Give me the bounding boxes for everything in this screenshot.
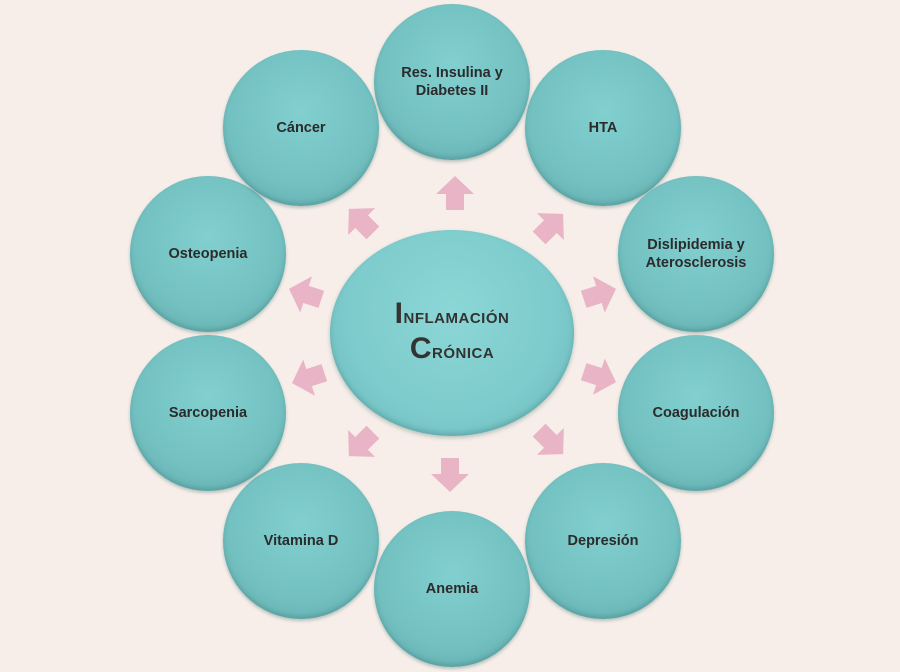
arrow-depresion [532,423,564,455]
node-osteopenia: Osteopenia [130,176,286,332]
node-label: HTA [588,120,618,136]
node-cancer: Cáncer [223,50,379,206]
node-anemia: Anemia [374,511,530,667]
node-label: Res. Insulina y Diabetes II [401,65,503,99]
node-label: Anemia [425,581,479,597]
node-res-insulina: Res. Insulina y Diabetes II [374,4,530,160]
node-label: Vitamina D [263,533,339,549]
node-label: Osteopenia [168,246,248,262]
arrow-hta [532,213,564,245]
node-dislipidemia: Dislipidemia y Aterosclerosis [618,176,774,332]
arrow-osteopenia [288,276,325,313]
center-node-inflamacion-cronica: Inflamación Crónica [330,230,574,436]
node-vitamina-d: Vitamina D [223,463,379,619]
node-sarcopenia: Sarcopenia [130,335,286,491]
arrow-vitamina-d [348,425,380,457]
node-coagulacion: Coagulación [618,335,774,491]
center-title-line1: Inflamación [394,297,510,330]
arrow-sarcopenia [291,359,328,396]
center-title-line2: Crónica [409,332,495,365]
node-label: Depresión [567,533,639,549]
node-hta: HTA [525,50,681,206]
node-label: Coagulación [652,405,740,421]
arrow-coagulacion [580,358,617,395]
node-label: Sarcopenia [168,405,248,421]
node-label: Cáncer [276,120,326,136]
arrow-res-insulina [436,176,474,210]
arrow-dislipidemia [580,276,617,313]
arrow-anemia [431,458,469,492]
node-depresion: Depresión [525,463,681,619]
arrow-cancer [348,208,380,240]
node-label: Dislipidemia y Aterosclerosis [645,237,747,271]
